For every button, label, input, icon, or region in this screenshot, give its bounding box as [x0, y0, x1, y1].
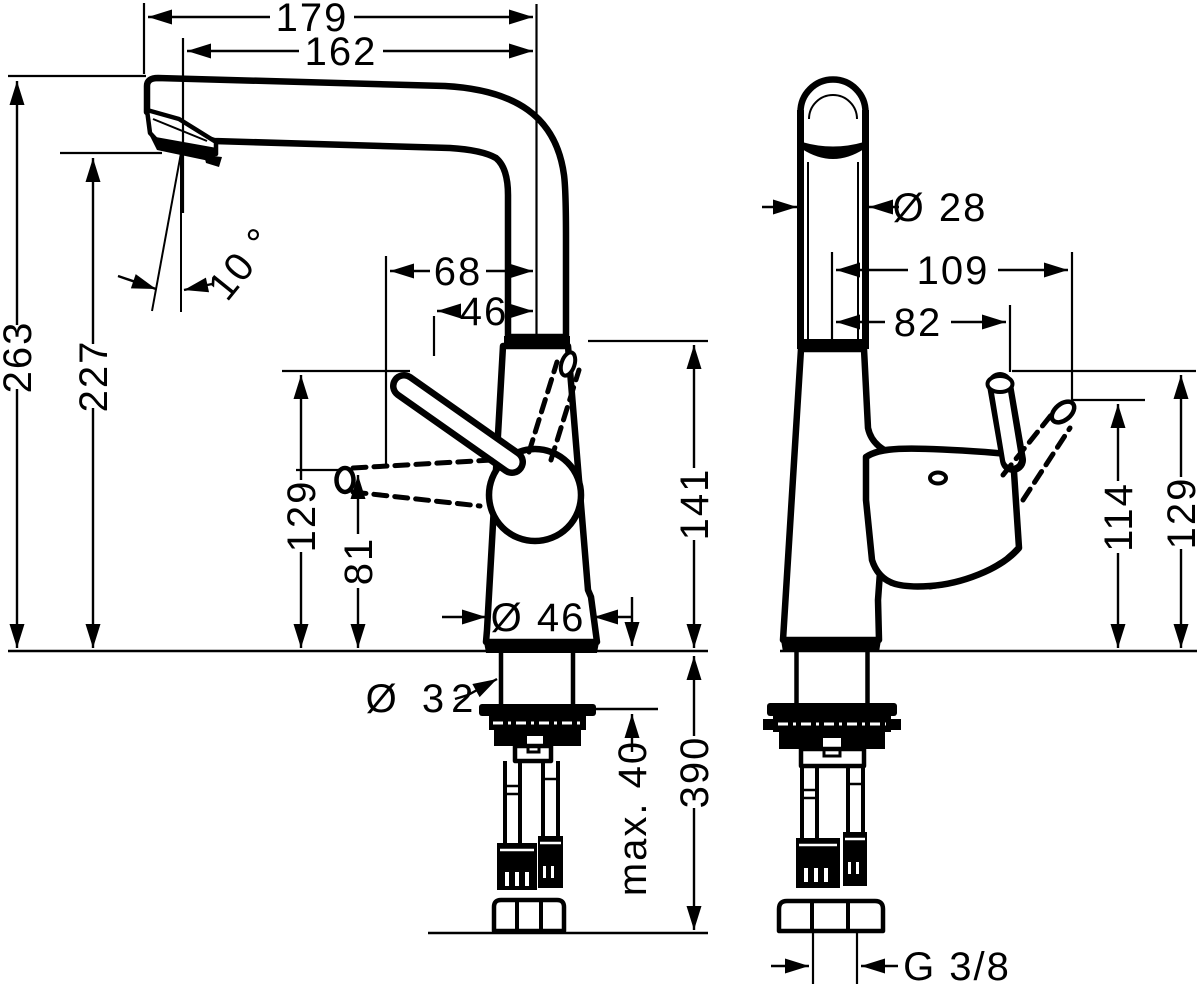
dim-hose-length-390: 390 — [673, 656, 717, 930]
dim-label-dia28: Ø 28 — [893, 186, 988, 230]
dim-label-g38: G 3/8 — [903, 945, 1011, 985]
dim-spout-reach-179: 179 — [148, 0, 533, 40]
dim-shank-diameter-32: Ø 32 — [366, 677, 498, 721]
dim-overall-height-263: 263 — [0, 81, 40, 648]
dim-label-68: 68 — [434, 250, 483, 294]
spout-mouth-shadow — [802, 142, 864, 159]
dim-label-82: 82 — [894, 301, 943, 345]
mounting-hardware — [479, 650, 596, 764]
dim-label-227: 227 — [72, 340, 116, 413]
dim-label-114: 114 — [1097, 482, 1141, 552]
supply-hoses — [497, 761, 563, 890]
dim-spout-diameter-28: Ø 28 — [762, 186, 988, 230]
dim-outlet-height-227: 227 — [72, 158, 116, 648]
dim-aerator-reach-162: 162 — [187, 30, 533, 74]
dim-label-263: 263 — [0, 321, 40, 394]
dim-label-129-front: 129 — [1160, 477, 1200, 550]
hex-connector — [491, 897, 567, 934]
handle-stem-fill — [993, 379, 1019, 466]
handle-plate-hidden-edge — [927, 542, 1023, 590]
dim-label-141: 141 — [673, 468, 717, 541]
dim-label-390: 390 — [673, 736, 717, 809]
lever-raised-fill — [396, 378, 520, 470]
dim-label-max40: max. 40 — [611, 740, 655, 896]
dim-body-height-141: 141 — [673, 345, 717, 648]
dim-label-46: 46 — [460, 290, 509, 334]
dim-lever-reach-109: 109 — [836, 249, 1068, 293]
dim-base-diameter-46: Ø 46 — [442, 596, 633, 640]
spout-tube-inner-walls — [807, 162, 859, 340]
dim-lever-max-129: 129 — [1160, 375, 1200, 648]
hex-connector-front — [776, 898, 886, 934]
mounting-hardware-front — [763, 649, 901, 769]
dim-label-dia32: Ø 32 — [366, 677, 481, 721]
aerator-highlight — [152, 118, 208, 142]
dim-thread-g38: G 3/8 — [771, 945, 1011, 985]
dim-spray-angle-10: 10 ° — [117, 152, 284, 312]
dim-lever-height-129: 129 — [280, 375, 324, 648]
dim-label-109: 109 — [917, 249, 990, 293]
handle-plate-hole — [928, 470, 948, 486]
spout-tube-walls — [797, 110, 869, 341]
faucet-base-front — [781, 640, 881, 652]
dim-label-10deg: 10 ° — [200, 219, 284, 309]
handle-knob-cap — [985, 374, 1015, 394]
lever-horizontal-dashed — [334, 457, 495, 509]
dim-label-dia46: Ø 46 — [491, 596, 586, 640]
dim-label-179: 179 — [276, 0, 349, 40]
dim-lever-reach-82: 82 — [836, 301, 1006, 345]
dim-lever-offset-68: 68 — [390, 250, 533, 294]
dim-label-129: 129 — [280, 480, 324, 553]
side-view: 179 162 263 227 10 ° — [0, 0, 717, 935]
lever-up-dashed — [526, 350, 582, 463]
dim-lever-low-81: 81 — [337, 475, 381, 648]
spout-tube-inner-circle — [808, 94, 858, 120]
supply-hoses-front — [796, 766, 867, 888]
dim-lever-offset-46: 46 — [437, 290, 533, 334]
dim-label-162: 162 — [305, 30, 378, 74]
dim-deck-thickness-max40: max. 40 — [611, 597, 655, 896]
aerator-outlet-tab — [204, 155, 222, 167]
dim-label-81: 81 — [337, 537, 381, 586]
front-view: Ø 28 109 82 114 129 G 3/8 — [762, 76, 1200, 985]
dim-lever-top-114: 114 — [1097, 404, 1141, 648]
spout-outline — [143, 74, 570, 341]
handle-open-dashed — [1000, 399, 1077, 503]
